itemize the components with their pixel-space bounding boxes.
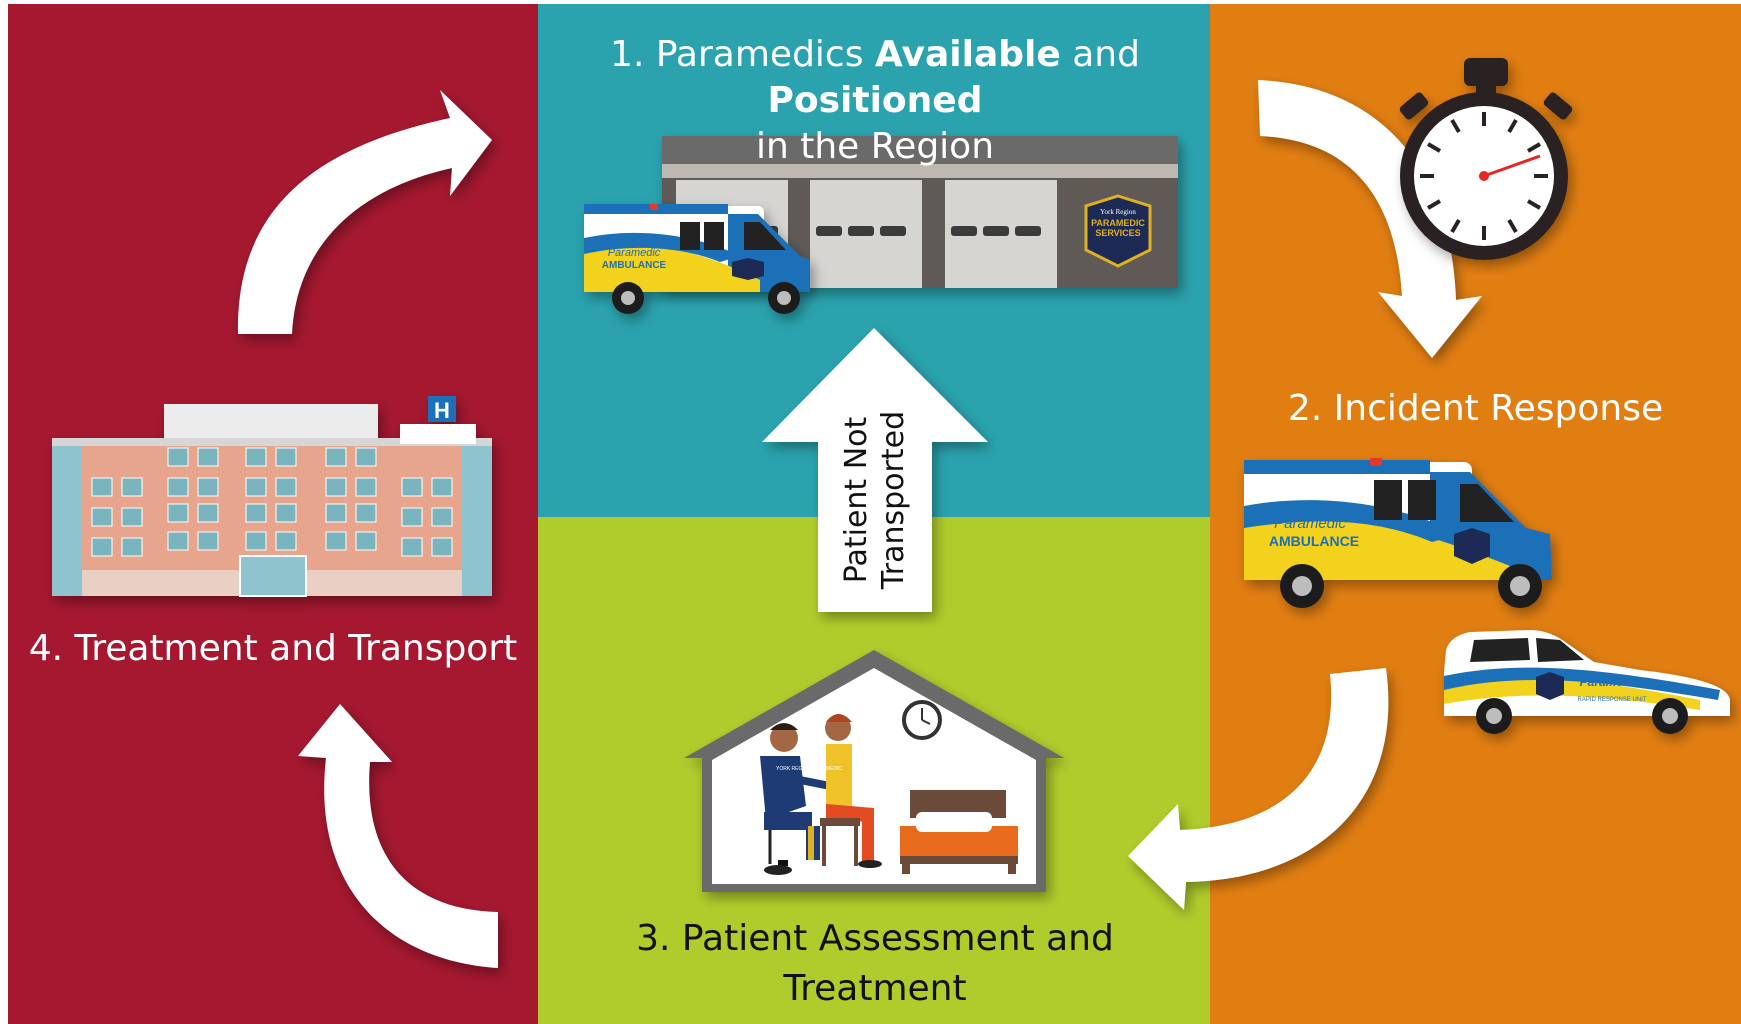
cycle-arrow-response-to-assessment [1128, 668, 1389, 910]
step1-mid: and [1060, 34, 1140, 75]
patient-not-transported-arrow [762, 328, 988, 612]
rapid-response-vehicle-icon [1444, 630, 1730, 734]
station-ambulance-label: Paramedic [608, 247, 661, 259]
station-ambulance-icon [584, 204, 810, 314]
response-ambulance-label: Paramedic [1274, 515, 1346, 532]
stopwatch-icon [1399, 58, 1573, 260]
rrv-label: Paramedic [1580, 675, 1641, 689]
step1-title: 1. Paramedics Available and Positioned i… [540, 32, 1210, 170]
step1-prefix: 1. Paramedics [610, 34, 875, 75]
cycle-arrow-available-to-response [1258, 80, 1482, 358]
station-badge-sub: SERVICES [1095, 228, 1140, 238]
patient-not-transported-line2: Transported [876, 411, 911, 590]
paramedic-shirt-text: YORK REGION PARAMEDIC [776, 766, 842, 772]
rrv-sub: RAPID RESPONSE UNIT [1577, 697, 1646, 703]
station-ambulance-sub: AMBULANCE [602, 260, 667, 271]
step2-text: 2. Incident Response [1287, 388, 1664, 429]
paramedic-and-patient-icon [760, 714, 882, 875]
cycle-arrow-assessment-to-treatment [298, 704, 498, 968]
response-ambulance-sub: AMBULANCE [1269, 533, 1359, 549]
step1-line2: in the Region [755, 126, 995, 167]
step3-line2: Treatment [783, 968, 967, 1009]
station-badge-top: York Region [1100, 208, 1136, 216]
response-ambulance-icon [1244, 458, 1552, 608]
hospital-icon [52, 396, 492, 597]
step3-title: 3. Patient Assessment and Treatment [540, 914, 1210, 1014]
step4-title: 4. Treatment and Transport [8, 626, 538, 672]
step1-bold-positioned: Positioned [767, 80, 983, 121]
step4-text: 4. Treatment and Transport [28, 628, 518, 669]
cycle-arrow-treatment-to-available [237, 90, 492, 334]
bed-icon [900, 790, 1018, 874]
patient-not-transported-line1: Patient Not [839, 416, 874, 583]
station-badge-main: PARAMEDIC [1091, 218, 1145, 228]
wall-clock-icon [902, 700, 942, 740]
step3-line1: 3. Patient Assessment and [636, 918, 1114, 959]
step1-bold-available: Available [874, 34, 1061, 75]
step2-title: 2. Incident Response [1210, 386, 1741, 432]
hospital-sign: H [434, 398, 450, 423]
